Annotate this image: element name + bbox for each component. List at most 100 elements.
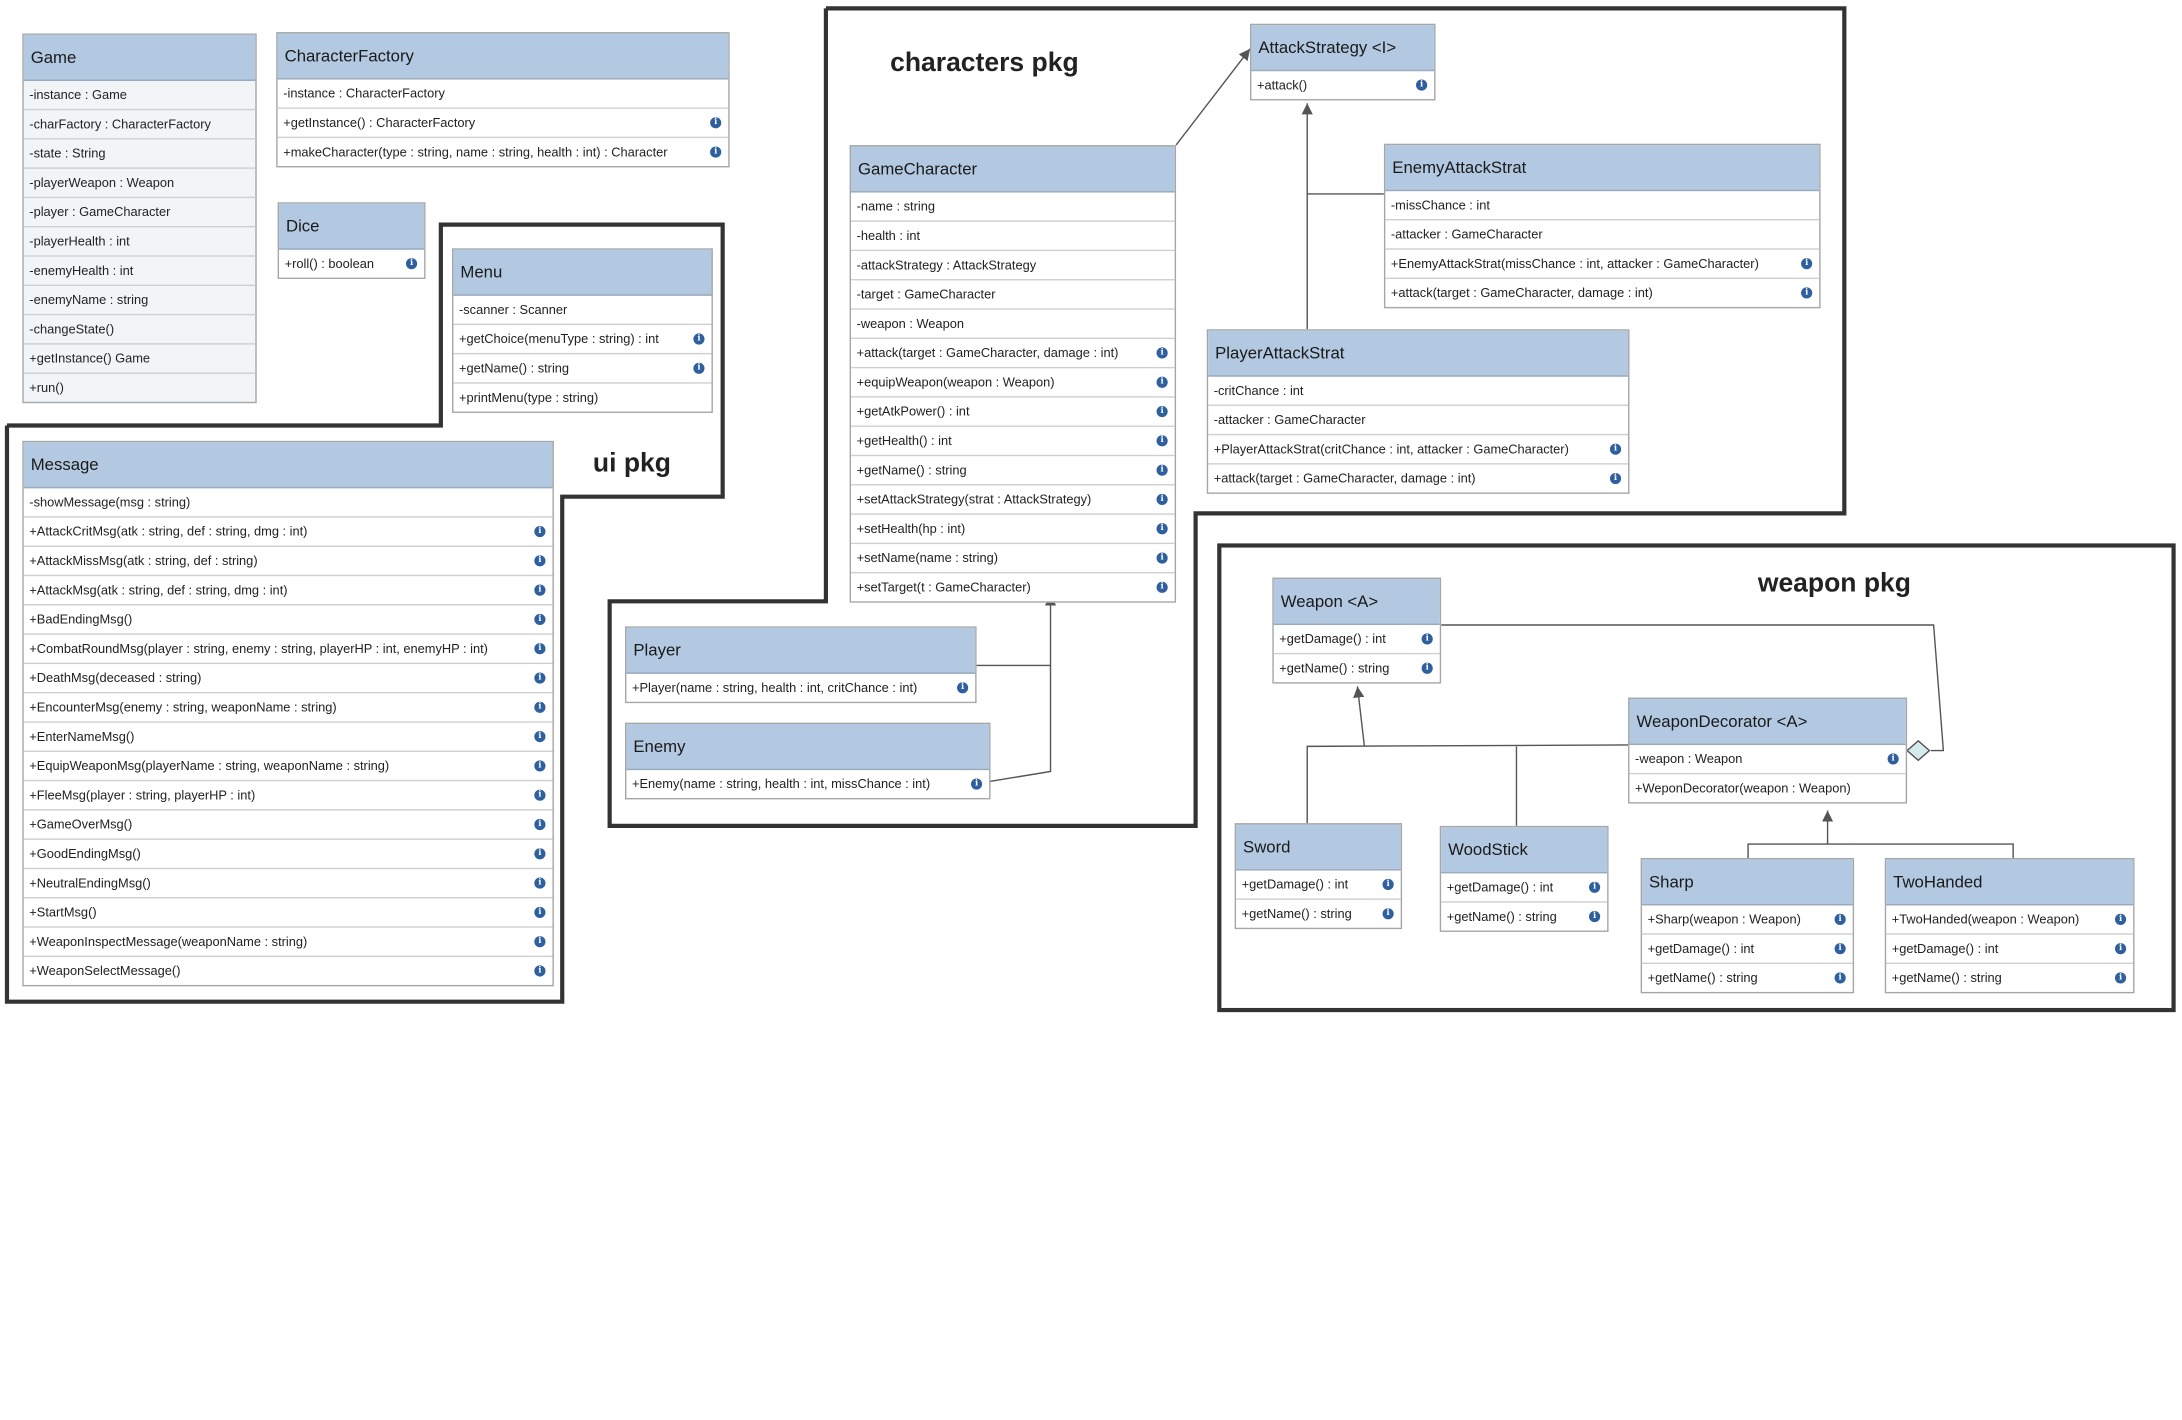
info-icon[interactable]: i (1801, 258, 1813, 270)
info-icon[interactable]: i (405, 258, 418, 270)
info-icon[interactable]: i (1156, 464, 1168, 476)
info-icon[interactable]: i (1609, 443, 1622, 455)
class-player-attack-strat[interactable]: PlayerAttackStrat-critChance : int-attac… (1206, 329, 1630, 494)
info-icon[interactable]: i (1382, 908, 1394, 920)
info-icon[interactable]: i (1156, 523, 1168, 535)
info-icon[interactable]: i (534, 672, 546, 684)
info-icon[interactable]: i (534, 525, 546, 538)
class-member[interactable]: -health : int (851, 222, 1175, 252)
info-icon[interactable]: i (1589, 911, 1601, 923)
class-member[interactable]: -playerWeapon : Weapon (23, 169, 256, 199)
class-member[interactable]: +NeutralEndingMsg()i (23, 869, 553, 899)
class-member[interactable]: +DeathMsg(deceased : string)i (23, 664, 553, 694)
info-icon[interactable]: i (1834, 943, 1846, 955)
info-icon[interactable]: i (534, 818, 546, 831)
info-icon[interactable]: i (1834, 913, 1846, 925)
info-icon[interactable]: i (1156, 376, 1168, 388)
class-message[interactable]: Message-showMessage(msg : string)+Attack… (22, 440, 554, 987)
class-two-handed[interactable]: TwoHanded+TwoHanded(weapon : Weapon)i+ge… (1884, 857, 2135, 994)
info-icon[interactable]: i (970, 778, 983, 790)
info-icon[interactable]: i (1156, 581, 1168, 593)
class-member[interactable]: +attack(target : GameCharacter, damage :… (1385, 279, 1819, 307)
info-icon[interactable]: i (534, 701, 546, 713)
class-member[interactable]: +getInstance() Game (23, 345, 256, 374)
class-member[interactable]: -changeState() (23, 315, 256, 345)
info-icon[interactable]: i (534, 906, 546, 918)
info-icon[interactable]: i (710, 117, 722, 129)
info-icon[interactable]: i (693, 333, 705, 345)
class-game-character[interactable]: GameCharacter-name : string-health : int… (849, 145, 1177, 603)
class-attack-strategy[interactable]: AttackStrategy <I>+attack()i (1250, 23, 1436, 101)
info-icon[interactable]: i (534, 731, 546, 743)
class-member[interactable]: +WeaponSelectMessage()i (24, 957, 553, 985)
class-member[interactable]: -player : GameCharacter (23, 198, 256, 228)
class-member[interactable]: +EncounterMsg(enemy : string, weaponName… (23, 693, 553, 723)
class-member[interactable]: +attack()i (1251, 71, 1434, 99)
class-member[interactable]: +Sharp(weapon : Weapon)i (1642, 905, 1853, 935)
info-icon[interactable]: i (2114, 913, 2127, 925)
class-enemy-attack-strat[interactable]: EnemyAttackStrat-missChance : int-attack… (1383, 143, 1821, 309)
class-member[interactable]: +makeCharacter(type : string, name : str… (278, 138, 729, 166)
class-member[interactable]: +setAttackStrategy(strat : AttackStrateg… (851, 485, 1175, 515)
info-icon[interactable]: i (534, 760, 546, 772)
info-icon[interactable]: i (1834, 972, 1846, 984)
class-member[interactable]: +AttackMsg(atk : string, def : string, d… (23, 576, 553, 606)
class-member[interactable]: -target : GameCharacter (851, 280, 1175, 310)
class-member[interactable]: -missChance : int (1385, 191, 1820, 221)
class-member[interactable]: +AttackMissMsg(atk : string, def : strin… (23, 547, 553, 577)
class-member[interactable]: -charFactory : CharacterFactory (23, 110, 256, 140)
info-icon[interactable]: i (534, 936, 546, 948)
info-icon[interactable]: i (534, 555, 546, 567)
info-icon[interactable]: i (1156, 405, 1168, 418)
info-icon[interactable]: i (1156, 493, 1168, 506)
class-member[interactable]: +equipWeapon(weapon : Weapon)i (851, 368, 1175, 398)
class-member[interactable]: +FleeMsg(player : string, playerHP : int… (23, 781, 553, 811)
class-character-factory[interactable]: CharacterFactory-instance : CharacterFac… (276, 32, 730, 168)
class-member[interactable]: -weapon : Weapon (851, 310, 1175, 340)
info-icon[interactable]: i (1156, 347, 1168, 359)
class-member[interactable]: +CombatRoundMsg(player : string, enemy :… (23, 635, 553, 665)
class-menu[interactable]: Menu-scanner : Scanner+getChoice(menuTyp… (452, 248, 713, 413)
class-member[interactable]: +attack(target : GameCharacter, damage :… (1208, 465, 1628, 493)
class-member[interactable]: +BadEndingMsg()i (23, 605, 553, 635)
class-member[interactable]: -showMessage(msg : string) (23, 488, 553, 518)
class-member[interactable]: +GoodEndingMsg()i (23, 840, 553, 870)
class-member[interactable]: +WeaponInspectMessage(weaponName : strin… (23, 928, 553, 958)
info-icon[interactable]: i (1156, 552, 1168, 564)
class-member[interactable]: -enemyName : string (23, 286, 256, 316)
class-member[interactable]: +setHealth(hp : int)i (851, 515, 1175, 545)
info-icon[interactable]: i (1421, 662, 1433, 674)
class-member[interactable]: -scanner : Scanner (453, 296, 712, 326)
class-member[interactable]: -name : string (851, 193, 1175, 222)
class-enemy[interactable]: Enemy+Enemy(name : string, health : int,… (625, 722, 991, 800)
class-member[interactable]: +WeponDecorator(weapon : Weapon) (1629, 774, 1905, 802)
info-icon[interactable]: i (534, 613, 546, 626)
class-member[interactable]: +EnterNameMsg()i (23, 723, 553, 752)
info-icon[interactable]: i (1801, 287, 1813, 299)
class-member[interactable]: +StartMsg()i (23, 898, 553, 928)
class-member[interactable]: -attacker : GameCharacter (1385, 220, 1820, 250)
info-icon[interactable]: i (1416, 79, 1428, 91)
info-icon[interactable]: i (957, 682, 969, 694)
class-member[interactable]: -attackStrategy : AttackStrategy (851, 251, 1175, 281)
class-member[interactable]: +AttackCritMsg(atk : string, def : strin… (23, 518, 553, 547)
info-icon[interactable]: i (693, 362, 705, 374)
class-member[interactable]: +Player(name : string, health : int, cri… (626, 674, 975, 702)
class-member[interactable]: +printMenu(type : string) (453, 384, 711, 412)
